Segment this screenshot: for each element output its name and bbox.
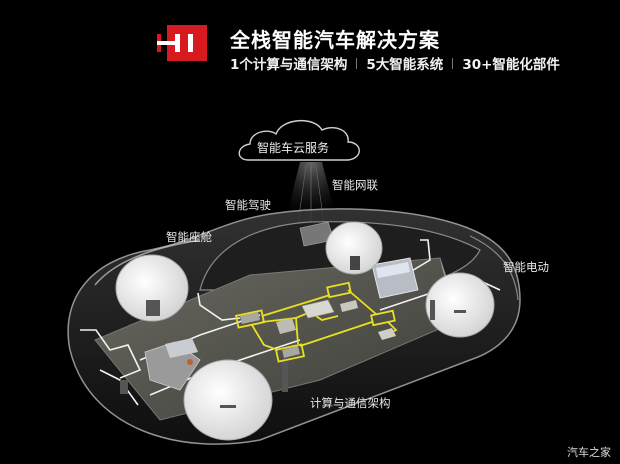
subtitle-divider: [452, 57, 454, 69]
subtitle-architecture: 1个计算与通信架构: [230, 57, 348, 73]
logo-i-stroke: [188, 34, 193, 52]
wheel-front-right: [425, 272, 495, 338]
wheel-rear-left: [115, 254, 189, 322]
watermark: 汽车之家: [567, 446, 611, 459]
label-connectivity: 智能网联: [332, 178, 378, 192]
wheel-rear-right: [183, 359, 273, 441]
cloud-icon: [238, 119, 360, 161]
label-electric-power: 智能电动: [503, 260, 549, 274]
label-driving: 智能驾驶: [225, 198, 271, 212]
sensor-posts: [120, 300, 435, 394]
logo-h-bar: [157, 41, 177, 45]
subtitle: 1个计算与通信架构 5大智能系统 30+智能化部件: [230, 53, 560, 73]
label-architecture: 计算与通信架构: [310, 396, 391, 410]
subtitle-systems: 5大智能系统: [366, 57, 444, 73]
circuit-network: [234, 281, 398, 363]
label-cabin: 智能座舱: [166, 230, 212, 244]
hi-logo: [155, 25, 207, 61]
rear-power-unit: [144, 338, 201, 391]
front-power-unit: [371, 257, 419, 299]
logo-h-right-stroke: [175, 34, 180, 52]
subtitle-components: 30+智能化部件: [462, 57, 560, 73]
circuit-modules: [240, 299, 396, 358]
label-cloud-service: 智能车云服务: [257, 141, 330, 155]
subtitle-divider: [356, 57, 358, 69]
page-title: 全栈智能汽车解决方案: [230, 28, 440, 52]
wheel-front-left: [325, 221, 383, 275]
